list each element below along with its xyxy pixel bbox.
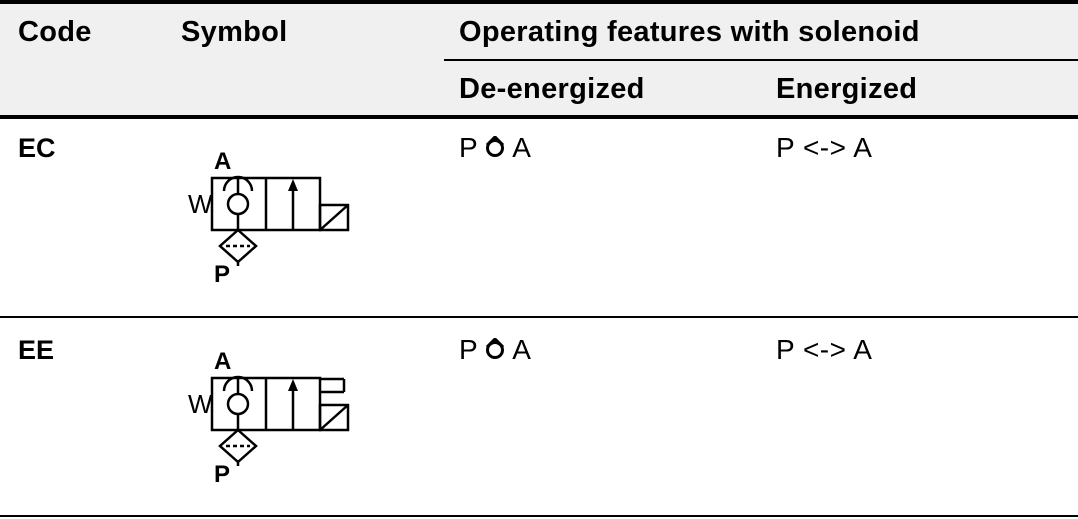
header-bottom-rule: [0, 115, 1078, 119]
port-a-label: A: [214, 148, 231, 175]
row-divider: [0, 515, 1078, 517]
header-symbol: Symbol: [181, 16, 288, 48]
spring-w-label: W: [188, 389, 213, 419]
check-ball: [226, 392, 250, 416]
filter-diamond: [218, 228, 258, 264]
header-operating-features: Operating features with solenoid: [459, 16, 920, 48]
flow-arrow-head: [288, 179, 298, 191]
flow-arrow-head: [288, 379, 298, 391]
header-energized: Energized: [776, 73, 918, 105]
top-rule: [0, 0, 1078, 4]
de-energized-port-a: A: [512, 132, 532, 163]
port-p-label: P: [214, 461, 230, 488]
header-de-energized: De-energized: [459, 73, 645, 105]
check-ball: [226, 192, 250, 216]
row-divider: [0, 316, 1078, 318]
check-valve-icon: [486, 136, 505, 157]
header-code: Code: [18, 16, 92, 48]
row-code: EE: [18, 335, 55, 365]
energized-cell: P <-> A: [776, 132, 873, 163]
valve-symbol-ee: A W P: [188, 348, 350, 488]
port-a-label: A: [214, 348, 231, 375]
filter-diamond: [218, 428, 258, 464]
de-energized-port-a: A: [512, 334, 532, 365]
check-seat: [222, 175, 254, 192]
spring-w-label: W: [188, 189, 213, 219]
check-valve-icon: [486, 338, 505, 359]
valve-symbol-ec: A W P: [188, 148, 350, 288]
de-energized-port-p: P: [459, 334, 479, 365]
solenoid: [318, 203, 350, 232]
solenoid: [318, 403, 350, 432]
port-p-label: P: [214, 261, 230, 288]
de-energized-port-p: P: [459, 132, 479, 163]
energized-cell: P <-> A: [776, 334, 873, 365]
row-code: EC: [18, 133, 56, 163]
check-seat: [222, 375, 254, 392]
header-sub-rule: [444, 59, 1078, 61]
manual-override: [320, 377, 346, 394]
